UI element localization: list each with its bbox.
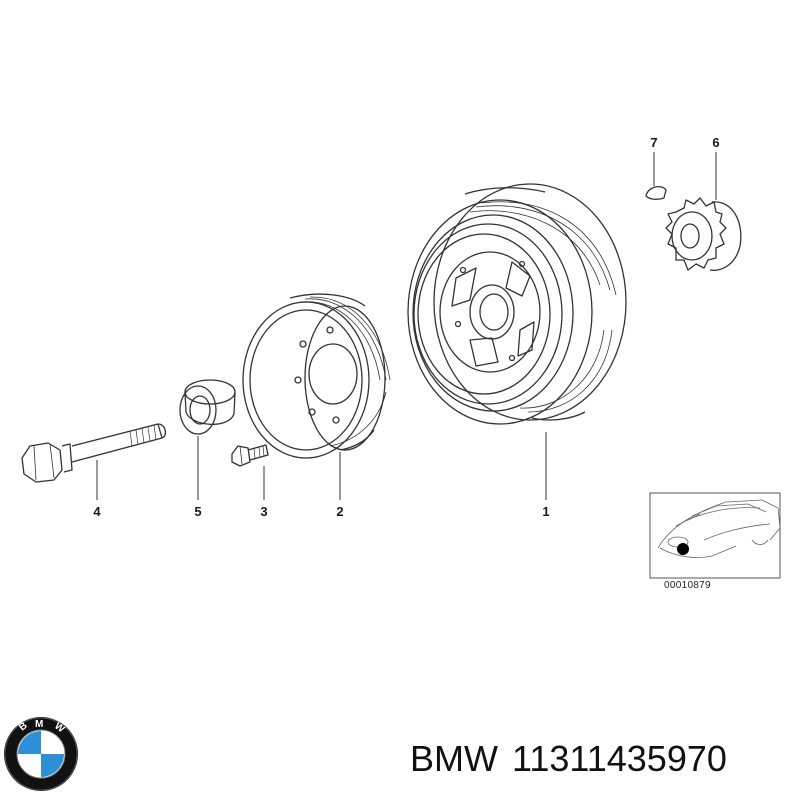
bmw-logo: B M W (4, 717, 78, 791)
leader-lines (96, 152, 717, 500)
part-4-central-bolt (21, 423, 167, 483)
inset-code: 00010879 (664, 580, 711, 591)
callout-4: 4 (93, 504, 101, 519)
part-number: 11311435970 (511, 738, 727, 779)
part-6-sprocket (665, 197, 742, 271)
callout-2: 2 (336, 504, 344, 519)
part-7-woodruff-key (645, 185, 667, 200)
part-5-spacer-ring (179, 379, 236, 435)
callout-3: 3 (260, 504, 268, 519)
callout-1: 1 (542, 504, 550, 519)
callout-6: 6 (712, 135, 720, 150)
part-3-bolt (231, 444, 269, 467)
part-2-belt-pulley (242, 293, 391, 459)
brand-name: BMW (410, 738, 498, 779)
part-1-vibration-damper (407, 183, 627, 425)
callout-5: 5 (194, 504, 202, 519)
vehicle-location-inset (649, 492, 781, 579)
callout-7: 7 (650, 135, 658, 150)
svg-text:M: M (35, 719, 43, 730)
location-marker (677, 543, 689, 555)
part-caption: BMW 11311435970 (410, 738, 727, 780)
